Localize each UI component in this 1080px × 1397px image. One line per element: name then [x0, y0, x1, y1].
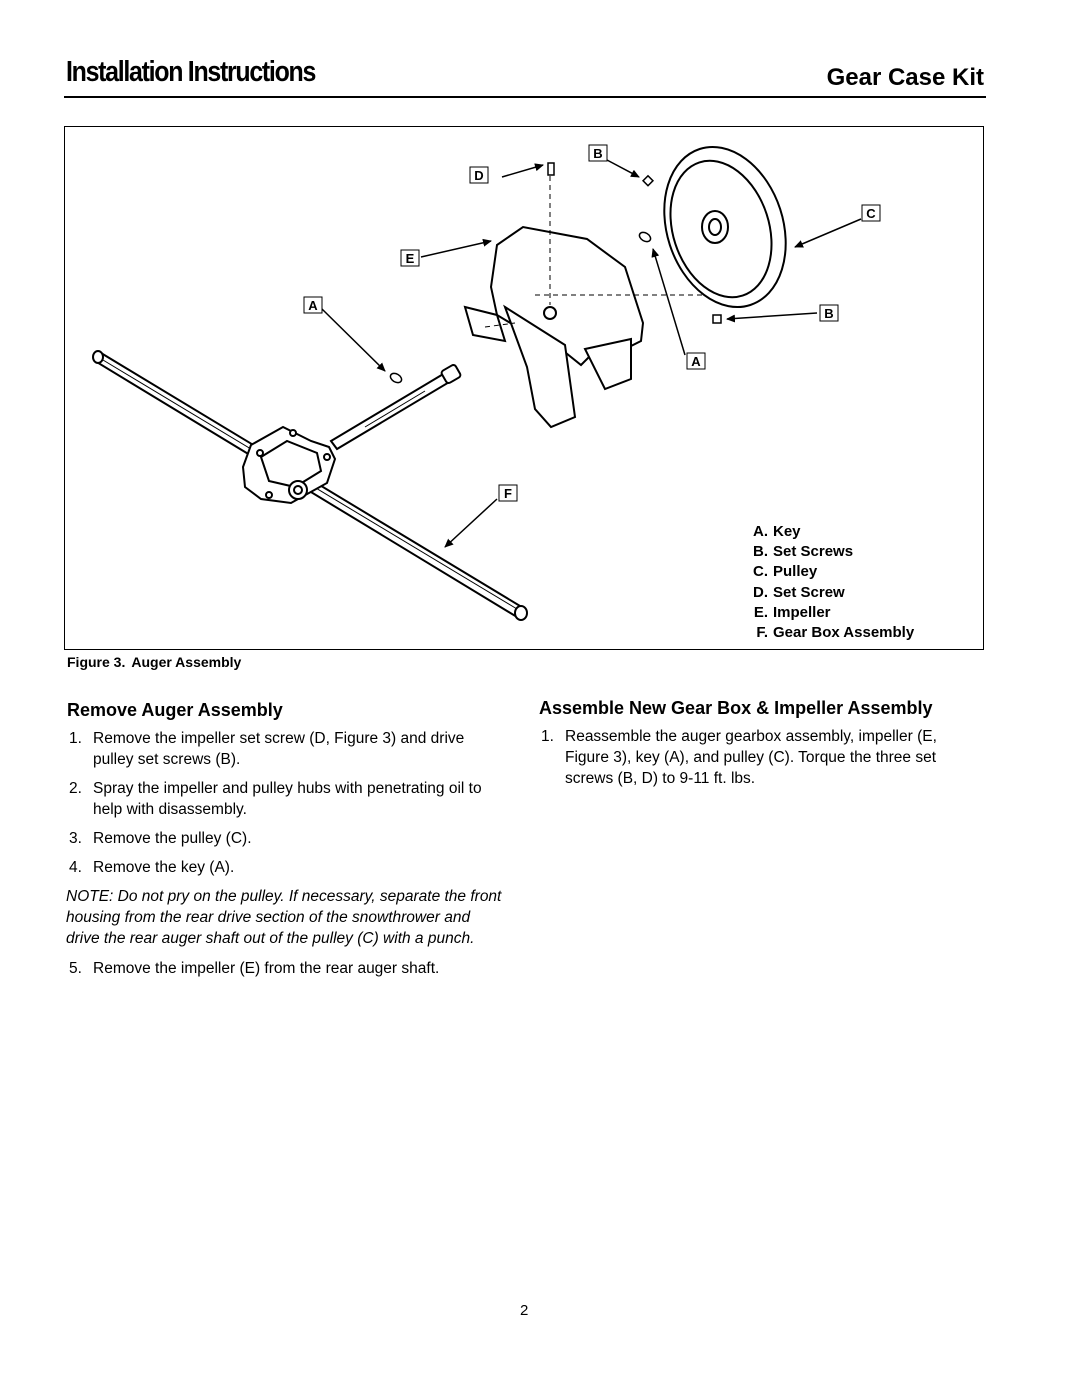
- pulley-drawing: [663, 145, 787, 309]
- svg-text:C: C: [866, 206, 876, 221]
- impeller-drawing: [463, 167, 705, 429]
- page-header-title: Installation Instructions: [66, 56, 316, 88]
- legend-item-key: A.Key: [753, 523, 801, 540]
- callout-c: C: [861, 204, 881, 222]
- figure-auger-assembly: B D C E A B A F: [64, 126, 984, 650]
- remove-step-2: 2.Spray the impeller and pulley hubs wit…: [69, 780, 482, 818]
- header-divider: [64, 96, 986, 98]
- callout-f: F: [498, 484, 518, 502]
- legend-item-set-screw: D.Set Screw: [753, 583, 845, 601]
- remove-step-1: 1.Remove the impeller set screw (D, Figu…: [69, 730, 465, 768]
- svg-text:E: E: [406, 251, 415, 266]
- svg-text:F: F: [504, 486, 512, 501]
- gear-box-drawing: [241, 425, 337, 505]
- legend-item-set-screws: B.Set Screws: [753, 543, 854, 561]
- legend-item-impeller: E.Impeller: [753, 603, 831, 621]
- legend-item-pulley: C.Pulley: [753, 563, 818, 581]
- svg-text:B: B: [593, 146, 602, 161]
- assemble-step-1: 1.Reassemble the auger gearbox assembly,…: [541, 728, 937, 787]
- legend-item-gear-box-assembly: F.Gear Box Assembly: [756, 624, 915, 642]
- page-number: 2: [520, 1302, 529, 1319]
- remove-step-4: 4.Remove the key (A).: [69, 859, 235, 876]
- svg-text:D: D: [474, 168, 483, 183]
- caption-text: Auger Assembly: [131, 654, 242, 670]
- callout-e: E: [400, 249, 420, 267]
- callout-b-right: B: [819, 304, 839, 322]
- callout-a-left: A: [303, 296, 323, 314]
- callout-b-top: B: [588, 144, 608, 162]
- svg-text:A: A: [308, 298, 318, 313]
- page-header-kit-name: Gear Case Kit: [826, 64, 984, 91]
- caption-number: Figure 3.: [67, 654, 126, 670]
- assemble-heading: Assemble New Gear Box & Impeller Assembl…: [539, 698, 933, 718]
- pulley-note: NOTE: Do not pry on the pulley. If neces…: [66, 888, 502, 947]
- figure-caption: Figure 3. Auger Assembly: [67, 654, 241, 670]
- auger-assembly-illustration: B D C E A B A F: [92, 144, 881, 621]
- remove-step-5: 5.Remove the impeller (E) from the rear …: [69, 960, 440, 977]
- figure-legend: A.Key B.Set Screws C.Pulley D.Set Screw …: [747, 522, 914, 643]
- svg-text:B: B: [824, 306, 833, 321]
- input-shaft-drawing: [329, 364, 462, 451]
- set-screws-keys-drawing: [389, 162, 722, 384]
- callout-a-right: A: [686, 352, 706, 370]
- callout-leaders: [321, 159, 862, 548]
- svg-text:A: A: [691, 354, 701, 369]
- remove-step-3: 3.Remove the pulley (C).: [69, 830, 252, 847]
- remove-auger-heading: Remove Auger Assembly: [67, 700, 283, 720]
- callout-d: D: [469, 166, 489, 184]
- assemble-section: Assemble New Gear Box & Impeller Assembl…: [538, 696, 978, 797]
- remove-auger-section: Remove Auger Assembly 1.Remove the impel…: [66, 698, 506, 987]
